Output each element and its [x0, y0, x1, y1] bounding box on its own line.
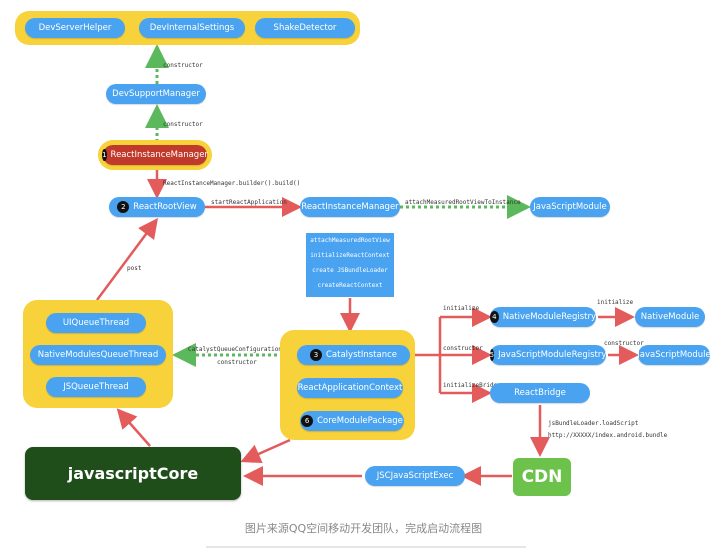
- edge-label-initialize-1: initialize: [443, 305, 480, 312]
- step-badge-1: 1: [102, 149, 107, 161]
- step-badge-6: 6: [301, 415, 314, 427]
- node-label: JSQueueThread: [63, 382, 129, 392]
- node-label: ReactInstanceManager: [110, 150, 208, 160]
- node-label: ReactApplicationContext: [297, 383, 403, 393]
- node-cdn: CDN: [513, 458, 571, 496]
- node-label: CDN: [521, 467, 563, 487]
- edge-catalyst-to-core: [240, 438, 291, 464]
- edge-label-builder: ReactInstanceManager.builder().build(): [163, 180, 301, 187]
- edge-label-constructor-5: constructor: [604, 340, 644, 347]
- node-label: DevSupportManager: [112, 89, 200, 99]
- node-label: JavaScriptModule: [637, 350, 711, 360]
- node-catalyst-instance: 3 CatalystInstance: [297, 345, 410, 365]
- step-badge-2: 2: [117, 201, 130, 213]
- edge-label-constructor-2: constructor: [163, 121, 203, 128]
- figure-caption: 图片来源QQ空间移动开发团队，完成启动流程图: [244, 522, 483, 535]
- edge-label-constructor-3: constructor: [217, 359, 257, 366]
- node-js-queue-thread: JSQueueThread: [46, 377, 146, 397]
- node-javascript-module-right: JavaScriptModule: [637, 345, 711, 365]
- node-label: ReactRootView: [133, 202, 197, 212]
- node-label: ReactInstanceManager: [301, 202, 399, 212]
- edge-label-start-react-app: startReactApplication: [211, 199, 287, 206]
- node-label: ReactBridge: [514, 388, 566, 398]
- node-label: JavaScriptModuleRegistry: [498, 350, 607, 360]
- node-dev-support-manager: DevSupportManager: [106, 84, 206, 104]
- edge-label-js-bundle-loader: jsBundleLoader.loadScript: [548, 420, 639, 427]
- node-dev-internal-settings: DevInternalSettings: [139, 18, 245, 38]
- node-shake-detector: ShakeDetector: [255, 18, 355, 38]
- edge-label-catalyst-queue: CatalystQueueConfiguration.create: [188, 346, 308, 353]
- method-item: attachMeasuredRootView: [310, 237, 390, 244]
- step-badge-4: 4: [490, 311, 499, 323]
- node-label: NativeModuleRegistry: [502, 312, 596, 322]
- edge-label-constructor-4: constructor: [443, 345, 483, 352]
- node-label: JSCJavaScriptExec: [376, 471, 454, 481]
- node-label: NativeModulesQueueThread: [37, 350, 159, 360]
- node-react-application-context: ReactApplicationContext: [297, 378, 403, 398]
- edge-label-initialize-2: initialize: [597, 299, 634, 306]
- step-badge-5: 5: [489, 349, 495, 361]
- node-label: UIQueueThread: [62, 318, 130, 328]
- edge-threads-to-root: [95, 217, 158, 301]
- method-item: create JSBundleLoader: [312, 267, 388, 274]
- edge-label-attach-measured: attachMeasuredRootViewToInstance: [405, 199, 521, 206]
- node-label: JavaScriptModule: [533, 202, 607, 212]
- method-item: initializeReactContext: [310, 252, 390, 259]
- node-label: javascriptCore: [67, 464, 199, 483]
- edge-label-initialize-bridge: initializeBridge: [443, 382, 501, 389]
- edge-label-bundle-url: http://XXXXX/index.android.bundle: [548, 432, 668, 439]
- node-label: ShakeDetector: [273, 23, 337, 33]
- method-item: createReactContext: [317, 282, 383, 289]
- edge-label-constructor-1: constructor: [163, 62, 203, 69]
- node-react-bridge: ReactBridge: [490, 383, 590, 403]
- node-label: CatalystInstance: [326, 350, 397, 360]
- node-react-instance-manager-mid: ReactInstanceManager: [300, 197, 400, 217]
- node-label: DevServerHelper: [38, 23, 112, 33]
- node-javascript-module-top: JavaScriptModule: [530, 197, 610, 217]
- node-label: CoreModulePackage: [317, 416, 403, 426]
- edge-label-post: post: [127, 265, 142, 272]
- node-dev-server-helper: DevServerHelper: [25, 18, 125, 38]
- node-label: NativeModule: [640, 312, 700, 322]
- edge-core-to-threads: [116, 408, 151, 447]
- node-jsc-javascript-exec: JSCJavaScriptExec: [365, 466, 465, 486]
- node-javascript-core: javascriptCore: [25, 447, 241, 500]
- node-label: DevInternalSettings: [149, 23, 235, 33]
- step-badge-3: 3: [310, 349, 322, 361]
- node-native-module: NativeModule: [635, 307, 705, 327]
- node-ui-queue-thread: UIQueueThread: [46, 313, 146, 333]
- node-native-modules-queue-thread: NativeModulesQueueThread: [30, 345, 166, 365]
- rim-methods-box: attachMeasuredRootView initializeReactCo…: [306, 233, 394, 297]
